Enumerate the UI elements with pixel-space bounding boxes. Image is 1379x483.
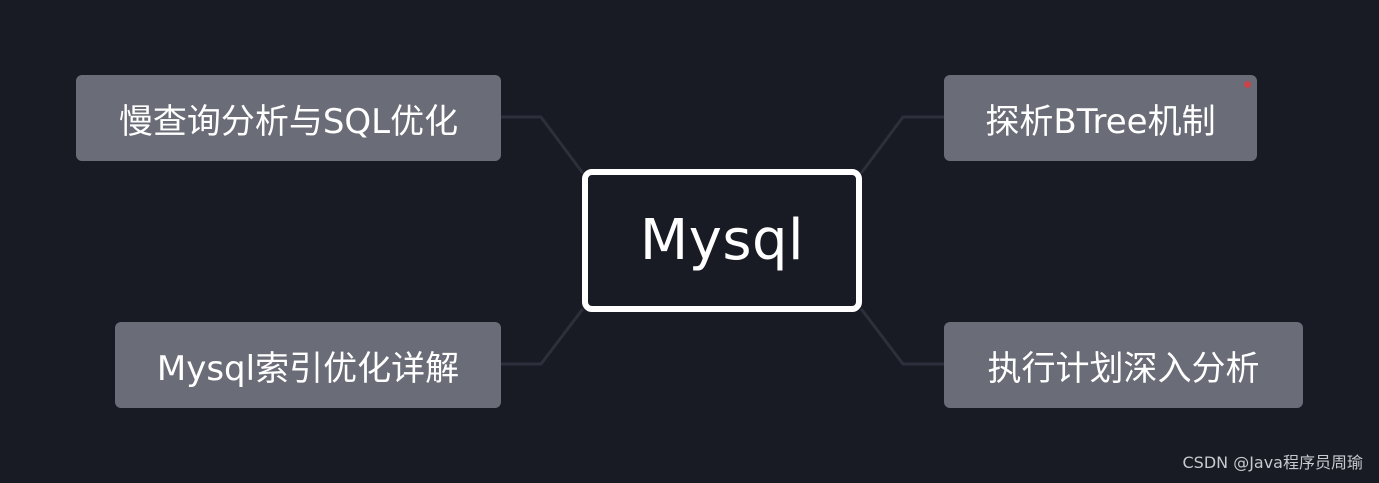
connector-top-left bbox=[499, 115, 584, 174]
topic-label: 慢查询分析与SQL优化 bbox=[118, 101, 459, 142]
connector-bottom-right bbox=[860, 308, 946, 366]
topic-label: Mysql索引优化详解 bbox=[156, 348, 460, 389]
topic-label: 执行计划深入分析 bbox=[987, 348, 1260, 389]
central-topic[interactable]: Mysql bbox=[582, 169, 862, 312]
topic-btree-mechanism[interactable]: 探析BTree机制 bbox=[944, 75, 1257, 161]
topic-slow-query-analysis[interactable]: 慢查询分析与SQL优化 bbox=[76, 75, 501, 161]
connector-top-right bbox=[860, 115, 946, 174]
marker-dot-icon bbox=[1244, 81, 1251, 88]
central-topic-label: Mysql bbox=[639, 208, 805, 273]
watermark: CSDN @Java程序员周瑜 bbox=[1182, 453, 1363, 472]
topic-index-optimization[interactable]: Mysql索引优化详解 bbox=[115, 322, 501, 408]
topic-label: 探析BTree机制 bbox=[985, 101, 1216, 142]
topic-execution-plan[interactable]: 执行计划深入分析 bbox=[944, 322, 1303, 408]
connector-bottom-left bbox=[499, 308, 584, 366]
